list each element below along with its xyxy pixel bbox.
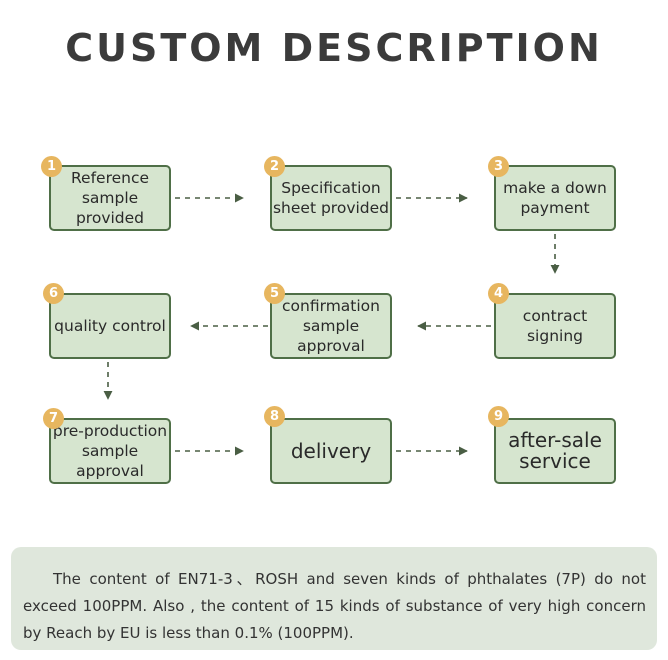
step-9-badge: 9 xyxy=(488,406,509,427)
step-9-label: after-sale service xyxy=(508,428,602,473)
step-7-box: pre-production sample approval xyxy=(49,418,171,484)
step-3-badge: 3 xyxy=(488,156,509,177)
step-2-label: Specification sheet provided xyxy=(272,179,390,217)
step-6-badge: 6 xyxy=(43,283,64,304)
step-8-label: delivery xyxy=(290,438,372,463)
step-4-badge: 4 xyxy=(488,283,509,304)
flow-arrows xyxy=(103,193,560,456)
step-7-label: pre-production sample approval xyxy=(52,422,168,480)
step-6-box: quality control xyxy=(49,293,171,359)
step-7-badge: 7 xyxy=(43,408,64,429)
step-2-box: Specification sheet provided xyxy=(270,165,392,231)
step-8-badge: 8 xyxy=(264,406,285,427)
step-8-box: delivery xyxy=(270,418,392,484)
step-1-box: Reference sample provided xyxy=(49,165,171,231)
step-1-badge: 1 xyxy=(41,156,62,177)
step-5-badge: 5 xyxy=(264,283,285,304)
step-6-label: quality control xyxy=(54,317,166,335)
step-5-box: confirmation sample approval xyxy=(270,293,392,359)
description-panel: The content of EN71-3、ROSH and seven kin… xyxy=(11,547,657,650)
step-1-label: Reference sample provided xyxy=(70,169,150,227)
step-4-box: contract signing xyxy=(494,293,616,359)
step-2-badge: 2 xyxy=(264,156,285,177)
step-5-label: confirmation sample approval xyxy=(282,297,380,355)
step-3-label: make a down payment xyxy=(503,179,607,217)
step-3-box: make a down payment xyxy=(494,165,616,231)
step-9-box: after-sale service xyxy=(494,418,616,484)
step-4-label: contract signing xyxy=(522,307,588,345)
page-title: CUSTOM DESCRIPTION xyxy=(65,26,603,70)
description-text: The content of EN71-3、ROSH and seven kin… xyxy=(23,570,646,642)
